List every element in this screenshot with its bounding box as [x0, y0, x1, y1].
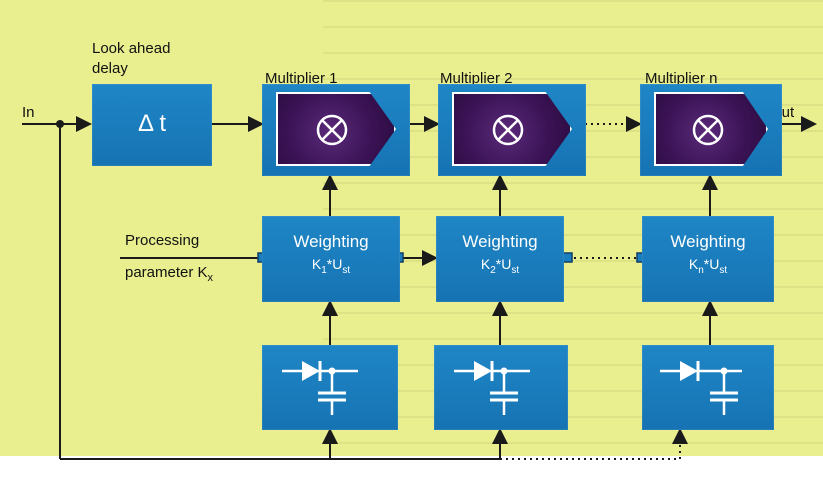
weighting-n-formula: Kn*Ust — [642, 256, 774, 276]
circled-times-icon — [316, 114, 348, 146]
processing-parameter-subscript: x — [207, 272, 214, 284]
diode-capacitor-icon — [454, 361, 530, 415]
circled-times-icon — [692, 114, 724, 146]
weighting-1-u: *U — [326, 256, 343, 272]
weighting-n-u: *U — [703, 256, 720, 272]
weighting-2-u: *U — [495, 256, 512, 272]
multiplier-2-title: Multiplier 2 — [440, 70, 513, 87]
processing-label-line2: parameter Kx — [125, 264, 213, 287]
diode-capacitor-icon — [282, 361, 358, 415]
bottom-margin — [0, 456, 823, 484]
delta-t-symbol: Δ t — [137, 110, 167, 137]
weighting-1-box: Weighting K1*Ust — [262, 216, 400, 302]
in-label: In — [22, 104, 35, 121]
look-ahead-label-line1: Look ahead — [92, 40, 171, 57]
multiplier-n-title: Multiplier n — [645, 70, 718, 87]
look-ahead-label-line2: delay — [92, 60, 128, 77]
weighting-n-u-subscript: st — [719, 264, 728, 276]
weighting-2-formula: K2*Ust — [436, 256, 564, 276]
look-ahead-delay-box: Δ t — [92, 84, 212, 166]
weighting-1-k-subscript: 1 — [321, 264, 327, 276]
rectifier-n-box — [642, 345, 774, 430]
processing-parameter-text: parameter K — [125, 264, 208, 281]
weighting-2-box: Weighting K2*Ust — [436, 216, 564, 302]
multiplier-2-box — [438, 84, 586, 176]
weighting-n-k-subscript: n — [698, 264, 704, 276]
multiplier-n-box — [640, 84, 782, 176]
rectifier-2-box — [434, 345, 568, 430]
weighting-2-title: Weighting — [462, 232, 538, 251]
weighting-1-title: Weighting — [293, 232, 369, 251]
circled-times-icon — [492, 114, 524, 146]
weighting-2-k: K — [480, 256, 491, 272]
multiplier-1-title: Multiplier 1 — [265, 70, 338, 87]
multiplier-1-panel — [276, 92, 396, 166]
junction-dot — [56, 120, 64, 128]
multiplier-1-box — [262, 84, 410, 176]
multiplier-n-panel — [654, 92, 768, 166]
weighting-1-k: K — [311, 256, 322, 272]
weighting-2-k-subscript: 2 — [490, 264, 496, 276]
weighting-n-title: Weighting — [670, 232, 746, 251]
rectifier-1-box — [262, 345, 398, 430]
diode-capacitor-icon — [660, 361, 742, 415]
weighting-n-k: K — [688, 256, 699, 272]
weighting-1-u-subscript: st — [342, 264, 351, 276]
weighting-1-formula: K1*Ust — [262, 256, 400, 276]
weighting-2-u-subscript: st — [511, 264, 520, 276]
port-weight2-out — [562, 252, 573, 263]
processing-label-line1: Processing — [125, 232, 200, 249]
weighting-n-box: Weighting Kn*Ust — [642, 216, 774, 302]
multiplier-2-panel — [452, 92, 572, 166]
